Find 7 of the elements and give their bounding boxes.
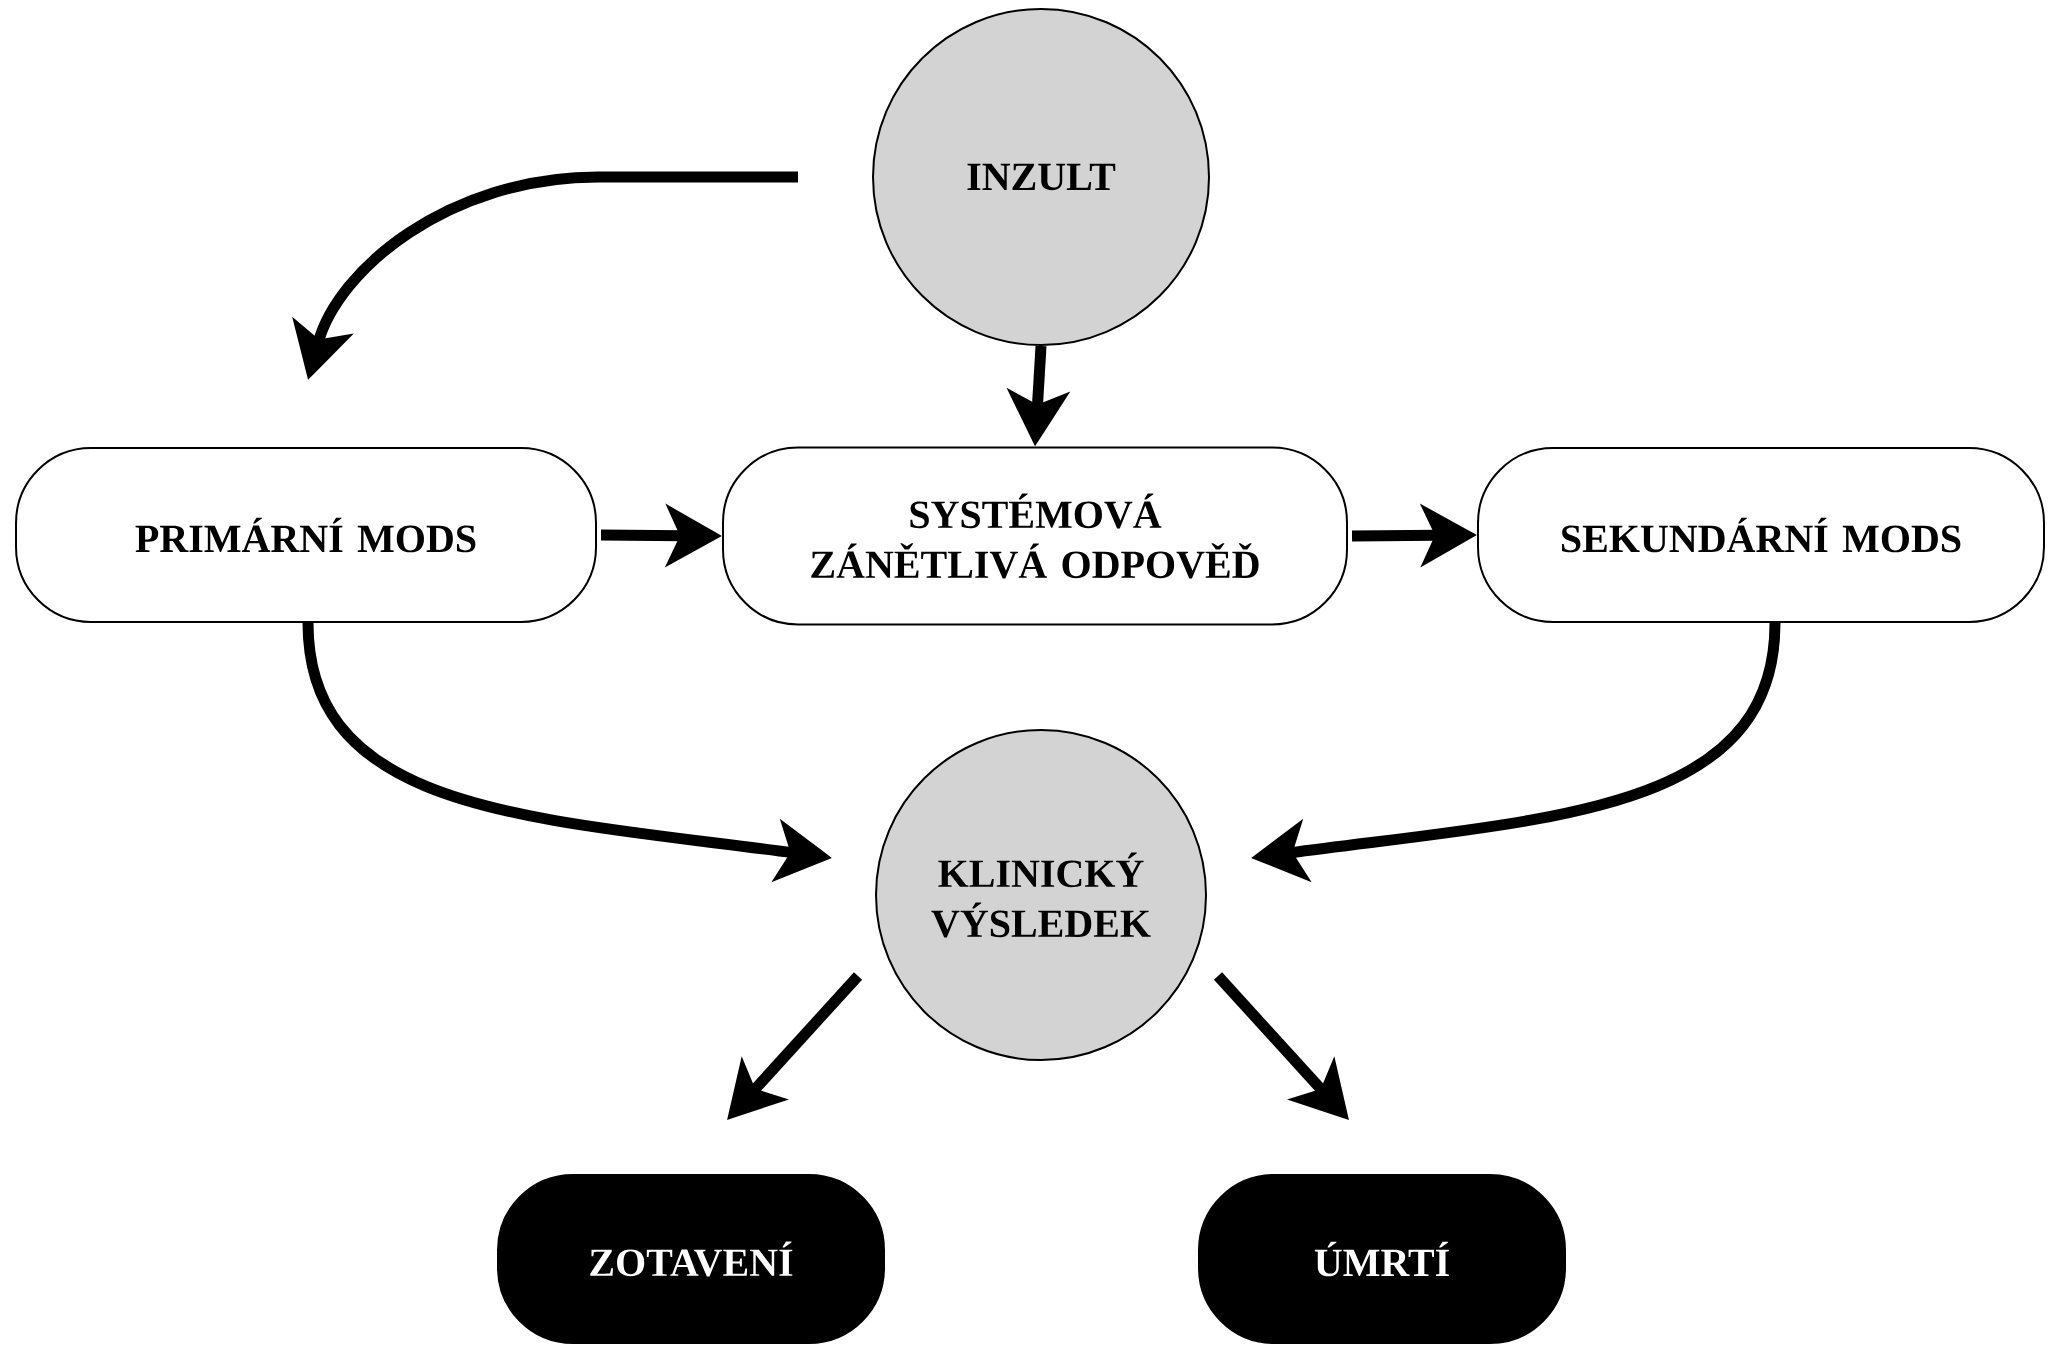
rounded-box: SYSTÉMOVÁ ZÁNĚTLIVÁ ODPOVĚĎ — [722, 446, 1348, 626]
rounded-box: SEKUNDÁRNÍ MODS — [1477, 447, 2045, 623]
rounded-box: ÚMRTÍ — [1198, 1174, 1566, 1344]
circle-node: INZULT — [872, 8, 1210, 346]
circle-node: KLINICKÝ VÝSLEDEK — [875, 729, 1207, 1061]
rounded-box: ZOTAVENÍ — [497, 1174, 885, 1344]
rounded-box: PRIMÁRNÍ MODS — [15, 447, 597, 623]
